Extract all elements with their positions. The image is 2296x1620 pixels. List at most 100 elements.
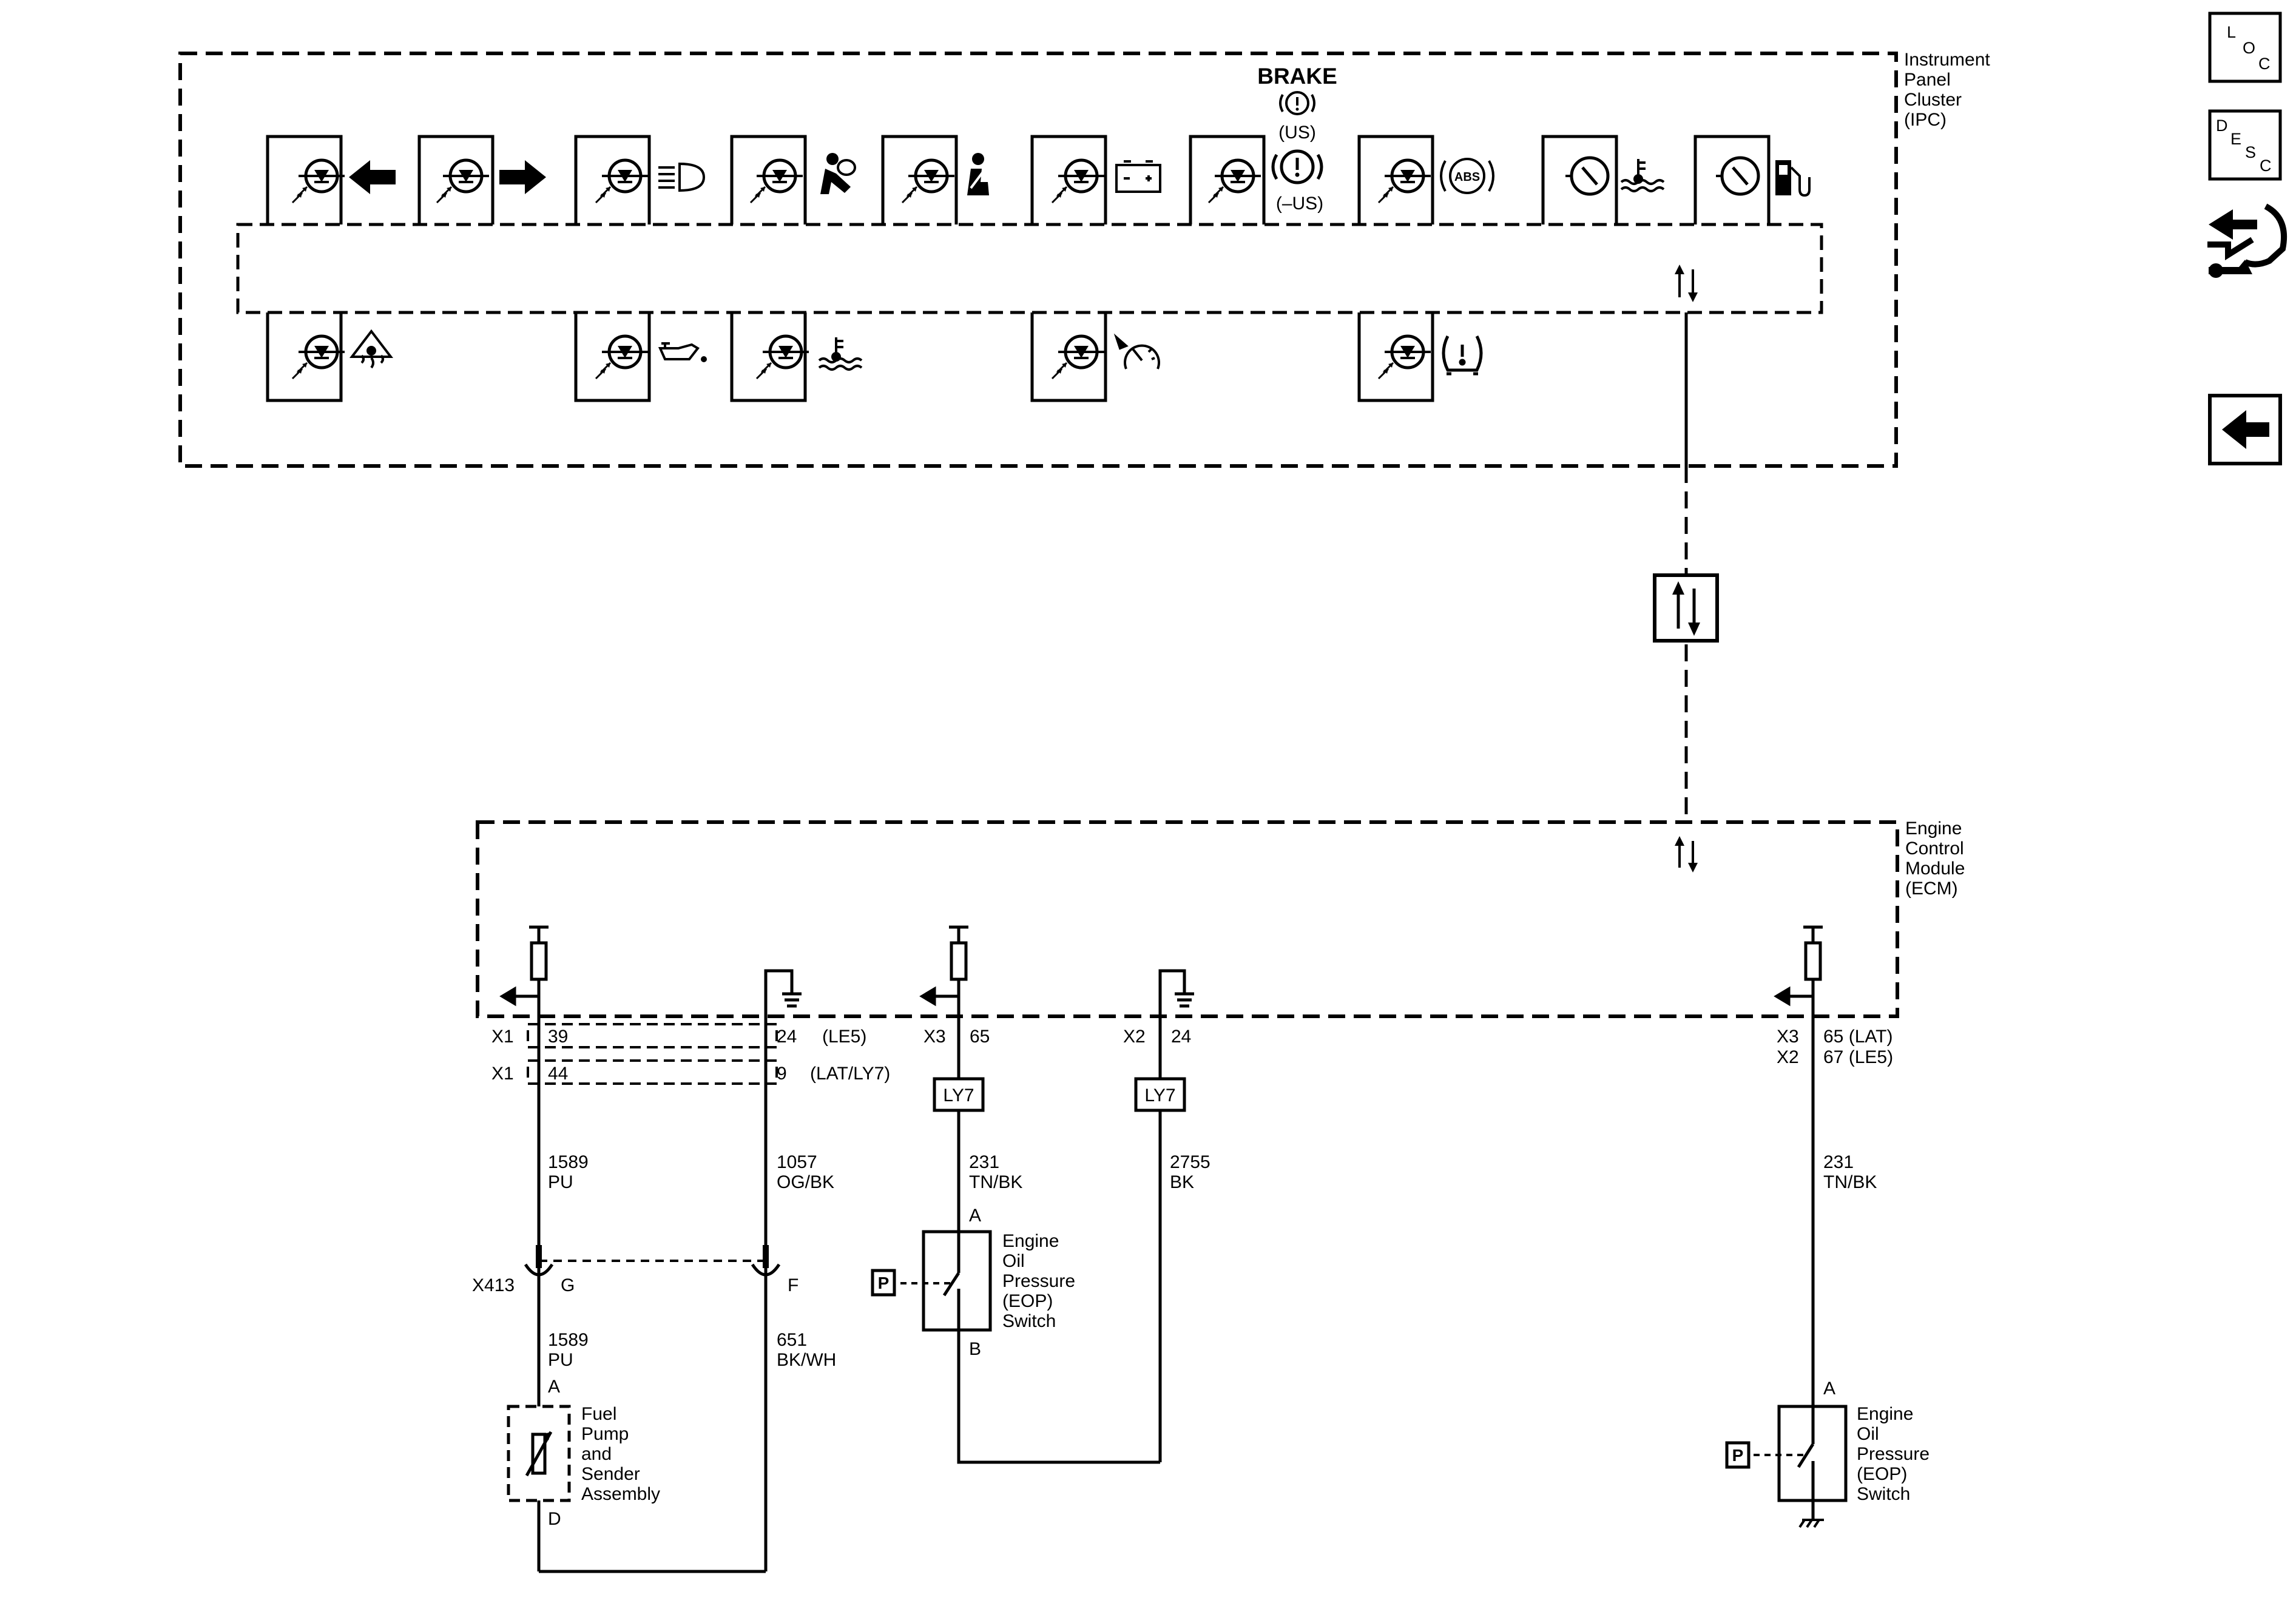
brake-warning-icon: BRAKE (US) (–US) — [1257, 64, 1337, 214]
location-button[interactable]: L O C — [2208, 12, 2282, 83]
wire-2755-circuit: 2755 — [1170, 1152, 1210, 1172]
traction-control-icon — [349, 329, 394, 369]
wire-1057-color: OG/BK — [777, 1172, 834, 1192]
eop1-label-1: Engine — [1002, 1231, 1059, 1251]
conn-x1-a: X1 — [491, 1027, 514, 1047]
airbag-icon — [820, 153, 856, 194]
ipc-module: Instrument Panel Cluster (IPC) — [178, 50, 1990, 468]
coolant-temp-gauge-icon — [1620, 159, 1665, 192]
indicator-lamps — [292, 158, 1758, 379]
eop2-label-1: Engine — [1857, 1404, 1913, 1424]
wire-1589-color: PU — [548, 1172, 573, 1192]
svg-text:LY7: LY7 — [943, 1085, 974, 1105]
ipc-internal-bus — [236, 223, 1823, 314]
fuel-pump-pin-a: A — [548, 1377, 560, 1397]
eop1-pressure-p: P — [878, 1274, 890, 1292]
connector-end-view-icon[interactable] — [2207, 203, 2288, 278]
eop1-label-2: Oil — [1002, 1251, 1025, 1271]
ecm-label-line4: (ECM) — [1905, 879, 1958, 899]
svg-text:C: C — [2258, 55, 2271, 73]
eop2-label-5: Switch — [1857, 1484, 1910, 1504]
eop2-pin-a: A — [1823, 1379, 1835, 1399]
brake-non-us-label: (–US) — [1276, 194, 1323, 214]
bidirectional-arrows-icon — [1675, 836, 1698, 872]
svg-text:O: O — [2243, 39, 2255, 57]
svg-text:LY7: LY7 — [1144, 1085, 1175, 1105]
eop1-pin-a: A — [969, 1206, 981, 1226]
wire-1589-circuit: 1589 — [548, 1152, 589, 1172]
option-box-ly7-2: LY7 — [1134, 1077, 1186, 1112]
eop2-label-3: Pressure — [1857, 1444, 1930, 1464]
wire-231-color: TN/BK — [969, 1172, 1022, 1192]
pin-9: 9 — [777, 1064, 787, 1084]
serial-data-connector-box — [1653, 573, 1719, 643]
conn-x3: X3 — [923, 1027, 946, 1047]
ecm-label-line2: Control — [1905, 839, 1964, 859]
wire-2755-color: BK — [1170, 1172, 1194, 1192]
abs-icon: ABS — [1440, 158, 1494, 194]
svg-text:C: C — [2260, 157, 2272, 175]
fuel-pump-label-3: and — [581, 1444, 612, 1464]
fuel-pump-label-2: Pump — [581, 1424, 629, 1444]
left-turn-arrow-icon — [349, 160, 396, 194]
conn-x3-right: X3 — [1777, 1027, 1799, 1047]
wire-651-color: BK/WH — [777, 1350, 836, 1370]
ipc-top-indicators — [266, 135, 1771, 224]
wire-651-circuit: 651 — [777, 1330, 807, 1350]
fuel-pump-label-5: Assembly — [581, 1484, 660, 1504]
fuel-gauge-icon — [1775, 160, 1811, 197]
eop-switch-2: P A Engine Oil Pressure (EOP) Switch — [1725, 1379, 1930, 1528]
pin-39: 39 — [548, 1027, 568, 1047]
option-box-ly7-1: LY7 — [933, 1077, 985, 1112]
ipc-boundary — [178, 52, 1898, 468]
back-arrow-icon[interactable] — [2208, 394, 2282, 465]
battery-icon — [1115, 160, 1161, 193]
eop2-label-4: (EOP) — [1857, 1464, 1907, 1484]
high-beam-icon — [658, 162, 706, 192]
ecm-connector-bands — [527, 1023, 778, 1085]
pin-67-le5: 67 (LE5) — [1823, 1047, 1893, 1067]
wire-1589-lower-color: PU — [548, 1350, 573, 1370]
pin-24-le5: 24 — [777, 1027, 797, 1047]
ipc-bottom-indicators — [266, 312, 1434, 402]
conn-x2: X2 — [1123, 1027, 1146, 1047]
pin-24-option: (LE5) — [822, 1027, 866, 1047]
pin-65: 65 — [970, 1027, 990, 1047]
svg-text:E: E — [2230, 130, 2241, 148]
ecm-boundary — [476, 820, 1899, 1018]
svg-text:D: D — [2216, 116, 2228, 135]
fuel-pump-label-4: Sender — [581, 1464, 640, 1484]
ecm-label-line3: Module — [1905, 859, 1965, 879]
x413-pin-g: G — [561, 1275, 575, 1295]
chassis-ground-icon — [1798, 1519, 1824, 1528]
brake-us-label: (US) — [1278, 123, 1316, 143]
seatbelt-icon — [967, 153, 989, 195]
ecm-module: Engine Control Module (ECM) — [476, 818, 1965, 1018]
wire-231-circuit: 231 — [969, 1152, 999, 1172]
right-turn-arrow-icon — [499, 160, 546, 194]
wire-231-right-circuit: 231 — [1823, 1152, 1854, 1172]
pin-44: 44 — [548, 1064, 568, 1084]
wire-231-right-color: TN/BK — [1823, 1172, 1877, 1192]
fuel-pump-sender-assembly: A D Fuel Pump and Sender Assembly — [507, 1377, 766, 1573]
wire-1589-lower-circuit: 1589 — [548, 1330, 589, 1350]
description-button[interactable]: D E S C — [2208, 109, 2282, 181]
serial-data-line — [1653, 265, 1719, 872]
eop1-pin-b: B — [969, 1339, 981, 1359]
fuel-pump-pin-d: D — [548, 1509, 561, 1529]
oil-pressure-icon — [658, 342, 707, 362]
conn-x2-right: X2 — [1777, 1047, 1799, 1067]
wire-labels: 1589 PU 1057 OG/BK 231 TN/BK 2755 BK 231… — [548, 1152, 1877, 1370]
eop1-circuit — [957, 1110, 1162, 1464]
eop2-label-2: Oil — [1857, 1424, 1879, 1444]
svg-text:L: L — [2227, 23, 2236, 41]
svg-text:S: S — [2245, 143, 2256, 161]
ipc-label-line3: Cluster — [1904, 90, 1962, 110]
x413-label: X413 — [472, 1275, 515, 1295]
connector-pin-labels: X1 39 X1 44 24 (LE5) 9 (LAT/LY7) X3 65 X… — [491, 1027, 1893, 1084]
eop1-label-3: Pressure — [1002, 1271, 1075, 1291]
pin-9-option: (LAT/LY7) — [810, 1064, 890, 1084]
pin-24-x2: 24 — [1171, 1027, 1191, 1047]
fuel-pump-label-1: Fuel — [581, 1404, 616, 1424]
